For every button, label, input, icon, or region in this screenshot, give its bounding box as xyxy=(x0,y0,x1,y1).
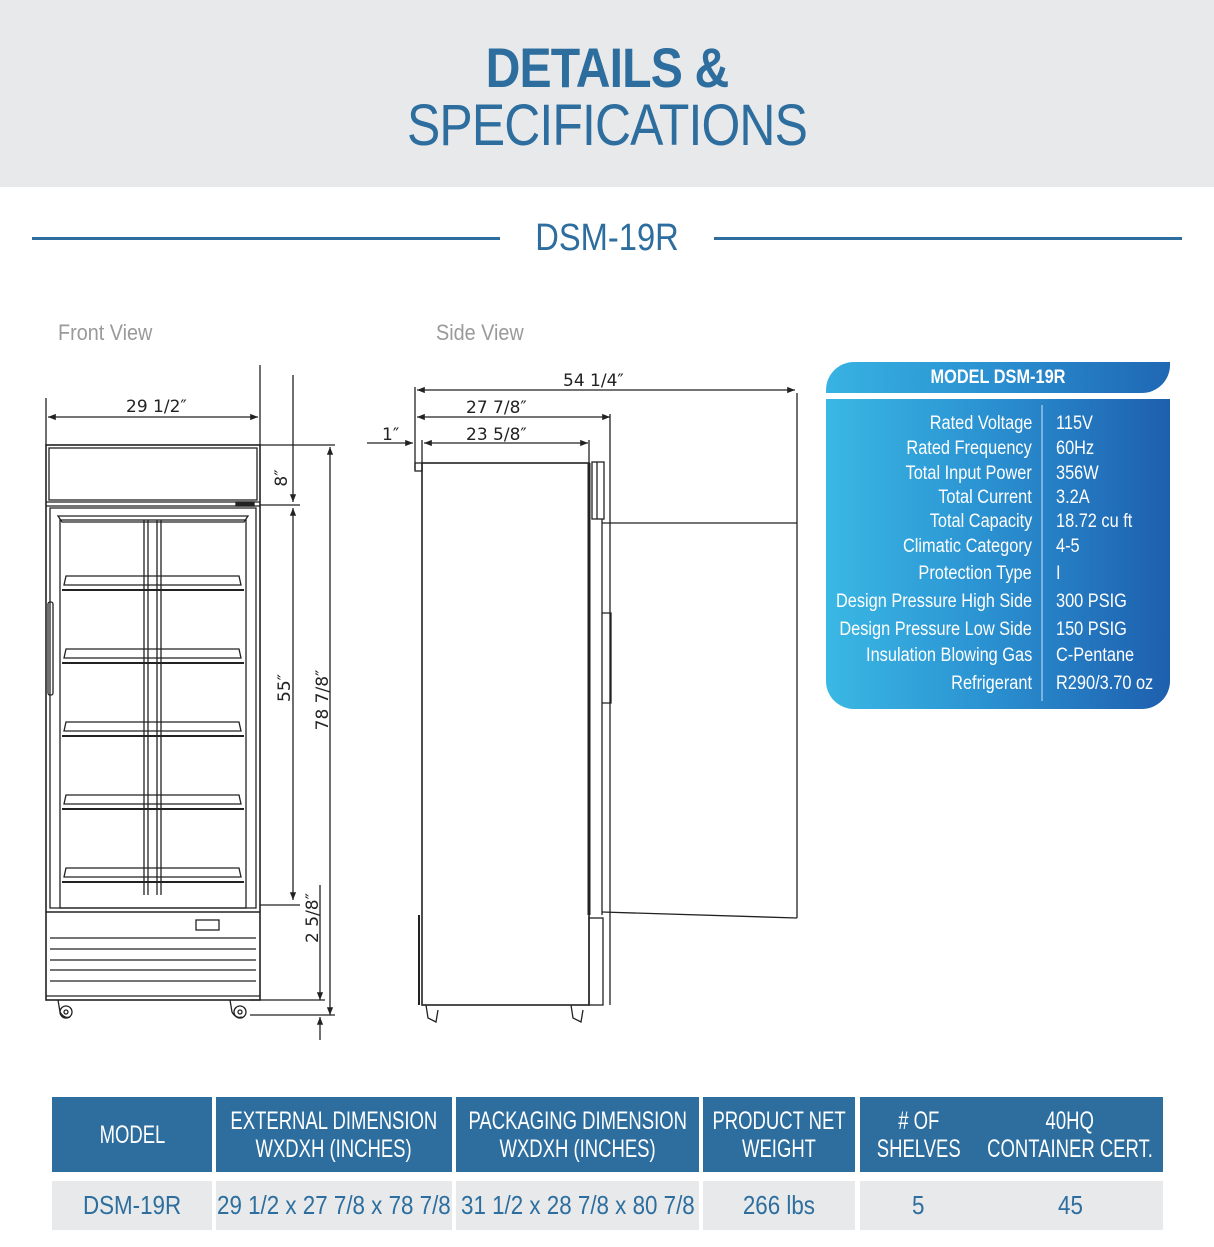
spec-label: Protection Type xyxy=(918,563,1032,584)
spec-label: Rated Voltage xyxy=(929,413,1032,434)
spec-label: Design Pressure High Side xyxy=(835,591,1032,612)
spec-value: I xyxy=(1056,563,1061,584)
spec-value: 18.72 cu ft xyxy=(1056,511,1133,532)
spec-value: 4-5 xyxy=(1056,536,1080,557)
shelf-lines xyxy=(62,575,244,883)
spec-value: 60Hz xyxy=(1056,438,1095,459)
table-cell-net-weight: 266 lbs xyxy=(703,1181,855,1230)
spec-row: Total Input Power 356W xyxy=(826,462,1170,486)
dim-side-open-depth: 54 1/4″ xyxy=(563,371,624,391)
table-cell-model: DSM-19R xyxy=(52,1181,212,1230)
side-view-label: Side View xyxy=(436,320,524,345)
spec-row: Insulation Blowing Gas C-Pentane xyxy=(826,644,1170,668)
spec-row: Design Pressure High Side 300 PSIG xyxy=(826,590,1170,614)
spec-label: Design Pressure Low Side xyxy=(839,619,1032,640)
spec-card-header: MODEL DSM-19R xyxy=(826,362,1170,393)
spec-value: 115V xyxy=(1056,413,1093,434)
spec-value: 300 PSIG xyxy=(1056,591,1127,612)
spec-label: Total Capacity xyxy=(929,511,1032,532)
spec-row: Total Capacity 18.72 cu ft xyxy=(826,510,1170,534)
spec-label: Total Current xyxy=(938,487,1032,508)
dim-front-base-height: 2 5/8″ xyxy=(303,893,323,943)
spec-label: Insulation Blowing Gas xyxy=(865,645,1032,666)
table-cell-packaging-dimension: 31 1/2 x 28 7/8 x 80 7/8 xyxy=(456,1181,699,1230)
dim-front-width: 29 1/2″ xyxy=(126,397,187,417)
dim-front-overall-height: 78 7/8″ xyxy=(313,670,333,731)
spec-row: Protection Type I xyxy=(826,562,1170,586)
spec-row: Design Pressure Low Side 150 PSIG xyxy=(826,618,1170,642)
spec-row: Rated Frequency 60Hz xyxy=(826,437,1170,461)
dim-side-overall-depth: 27 7/8″ xyxy=(466,398,527,418)
dim-side-cabinet-depth: 23 5/8″ xyxy=(466,425,527,445)
table-cell-external-dimension: 29 1/2 x 27 7/8 x 78 7/8 xyxy=(216,1181,452,1230)
table-cell-shelves: 5 xyxy=(860,1181,977,1230)
spec-value: 3.2A xyxy=(1056,487,1090,508)
spec-label: Refrigerant xyxy=(951,673,1032,694)
divider-left xyxy=(32,237,500,240)
spec-row: Climatic Category 4-5 xyxy=(826,535,1170,559)
spec-card-body: Rated Voltage 115V Rated Frequency 60Hz To… xyxy=(826,399,1170,709)
technical-drawings: 29 1/2″ 8″ 55″ 78 7/8″ 2 5/8″ 54 1/4″ 27… xyxy=(45,365,798,1040)
front-view-label: Front View xyxy=(58,320,153,345)
spec-row: Refrigerant R290/3.70 oz xyxy=(826,672,1170,696)
side-view-drawing xyxy=(367,386,798,1023)
spec-label: Total Input Power xyxy=(905,463,1032,484)
spec-label: Rated Frequency xyxy=(906,438,1032,459)
page-title-line2: SPECIFICATIONS xyxy=(406,93,808,158)
spec-value: R290/3.70 oz xyxy=(1056,673,1154,694)
dim-front-door-height: 55″ xyxy=(275,674,295,702)
model-heading: DSM-19R xyxy=(535,217,679,259)
spec-row: Rated Voltage 115V xyxy=(826,412,1170,436)
spec-divider xyxy=(1041,405,1043,701)
dim-front-top-height: 8″ xyxy=(272,469,292,486)
table-cell-container-cert: 45 xyxy=(977,1181,1163,1230)
spec-card: MODEL DSM-19R Rated Voltage 115V Rated Fr… xyxy=(826,362,1170,709)
front-view-drawing xyxy=(45,365,335,1040)
front-casters xyxy=(57,999,247,1019)
spec-value: C-Pentane xyxy=(1056,645,1135,666)
spec-label: Climatic Category xyxy=(903,536,1032,557)
page-header: DETAILS & SPECIFICATIONS xyxy=(0,0,1214,187)
table-header-model: MODEL xyxy=(52,1097,212,1172)
dim-side-rear-offset: 1″ xyxy=(382,425,399,445)
divider-right xyxy=(714,237,1182,240)
spec-card-title: MODEL DSM-19R xyxy=(930,367,1066,388)
spec-value: 150 PSIG xyxy=(1056,619,1127,640)
spec-value: 356W xyxy=(1056,463,1099,484)
spec-row: Total Current 3.2A xyxy=(826,486,1170,510)
page-title-line1: DETAILS & xyxy=(485,36,730,99)
